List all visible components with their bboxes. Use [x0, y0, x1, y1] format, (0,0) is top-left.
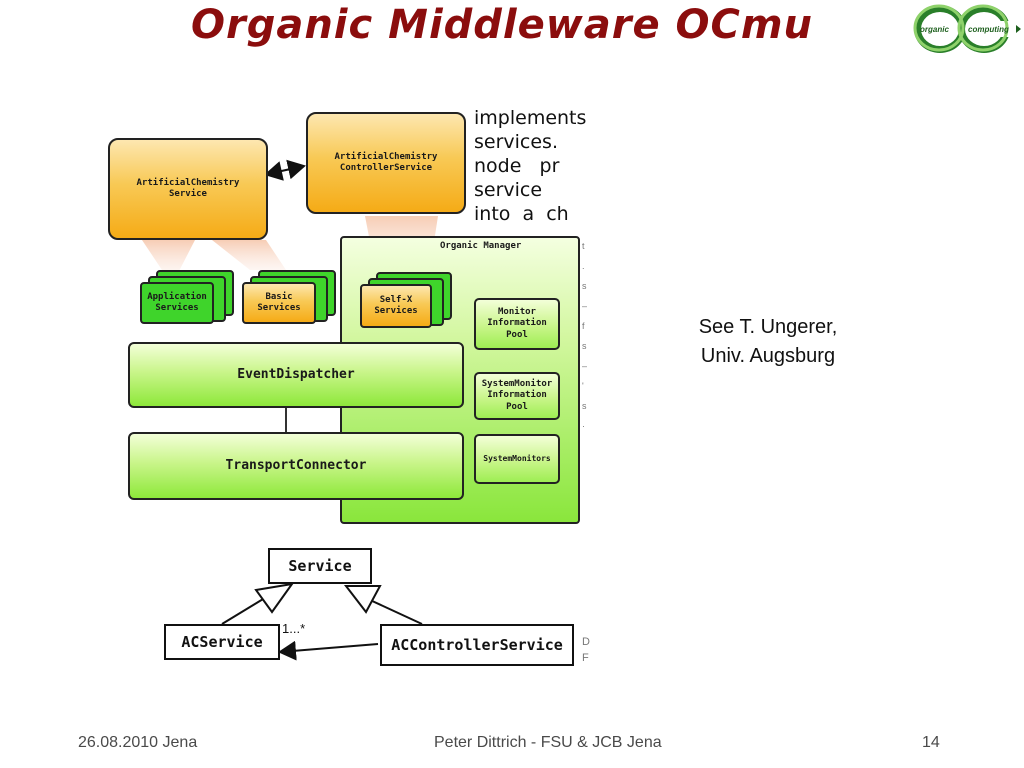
system-monitors-box: SystemMonitors [474, 434, 560, 484]
source-note-line1: See T. Ungerer, [698, 316, 838, 338]
margin-glyph: – [582, 301, 588, 311]
event-dispatcher-bar: EventDispatcher [128, 342, 464, 408]
bidirectional-arrow [264, 159, 306, 181]
description-line: into a ch [474, 203, 569, 224]
margin-glyph: t [582, 241, 585, 251]
ac-controller-service-box: ArtificialChemistry ControllerService [306, 112, 466, 214]
basic-services-box: Basic Services [242, 282, 316, 324]
selfx-services-box: Self-X Services [360, 284, 432, 328]
inheritance-arrowhead [254, 582, 295, 614]
uml-side-glyph: D [582, 636, 590, 648]
footer-author: Peter Dittrich - FSU & JCB Jena [434, 734, 662, 751]
systemmonitor-information-pool-box: SystemMonitor Information Pool [474, 372, 560, 420]
cropped-margin-glyphs: t . s – f s – ' s · [582, 236, 590, 436]
description-text: implements services. node pr service int… [474, 106, 588, 224]
footer-page-number: 14 [922, 734, 940, 751]
uml-multiplicity: 1...* [282, 621, 306, 636]
slide-title: Organic Middleware OCmu [190, 2, 814, 48]
uml-accontrollerservice-class: ACControllerService [380, 624, 574, 666]
margin-glyph: s [582, 401, 587, 411]
margin-glyph: · [582, 421, 585, 431]
oc-logo-graphic: organic computing [913, 4, 1022, 53]
uml-service-class: Service [268, 548, 372, 584]
transport-connector-bar: TransportConnector [128, 432, 464, 500]
source-note-line2: Univ. Augsburg [700, 345, 836, 367]
margin-glyph: s [582, 341, 587, 351]
footer-date: 26.08.2010 Jena [78, 734, 198, 751]
uml-side-glyph: F [582, 652, 589, 664]
inheritance-line [221, 595, 269, 625]
margin-glyph: s [582, 281, 587, 291]
source-note: See T. Ungerer, Univ. Augsburg [650, 313, 886, 371]
monitor-information-pool-box: Monitor Information Pool [474, 298, 560, 350]
inheritance-line [369, 599, 423, 625]
application-services-box: Application Services [140, 282, 214, 324]
margin-glyph: f [582, 321, 585, 331]
margin-glyph: – [582, 361, 588, 371]
logo-word-organic: organic [920, 25, 949, 34]
uml-connectors [221, 582, 423, 661]
logo-word-computing: computing [968, 25, 1009, 34]
uml-acservice-class: ACService [164, 624, 280, 660]
margin-glyph: ' [582, 381, 584, 391]
inheritance-arrowhead [343, 585, 382, 614]
margin-glyph: . [582, 261, 585, 271]
association-arrow [278, 640, 379, 661]
description-line: service [474, 179, 543, 201]
ac-service-box: ArtificialChemistry Service [108, 138, 268, 240]
description-line: implements [474, 107, 587, 129]
description-line: services. [474, 131, 558, 153]
description-line: node pr [474, 155, 560, 177]
organic-computing-logo: organic computing [910, 2, 1022, 56]
organic-manager-label: Organic Manager [440, 241, 522, 252]
